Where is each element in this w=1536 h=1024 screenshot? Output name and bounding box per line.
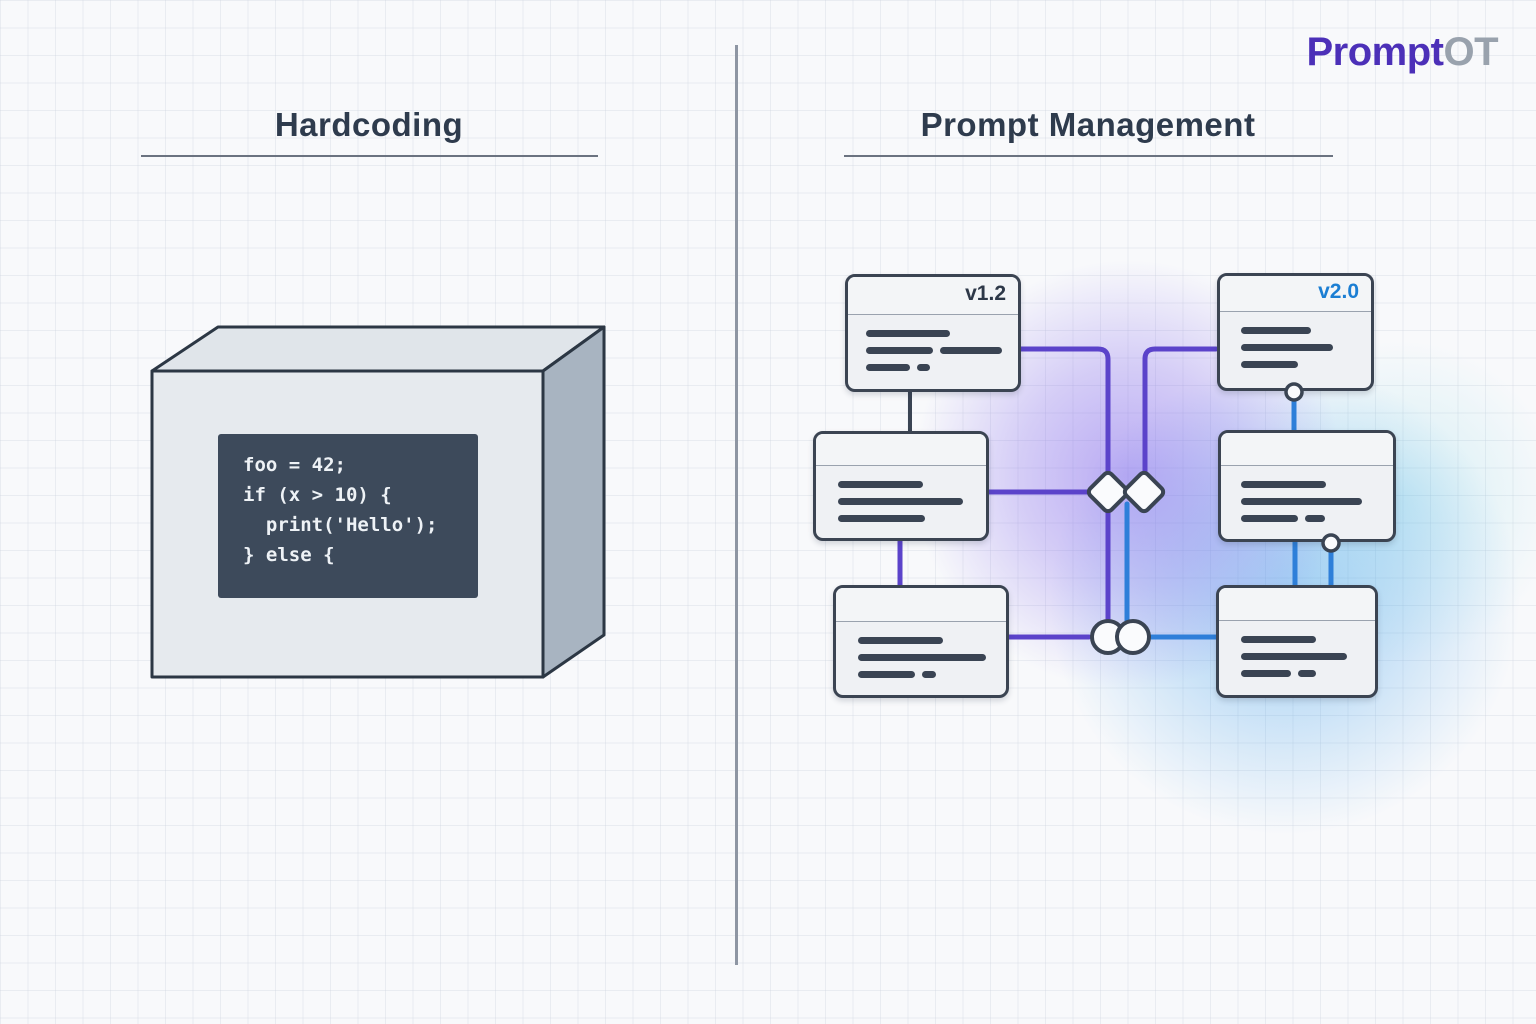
connector-v20-to-right-diamond [1142,346,1219,475]
version-label: v1.2 [965,282,1006,305]
code-line: if (x > 10) { [243,484,392,506]
logo-text-secondary: OT [1443,30,1498,74]
right-section-title: Prompt Management [920,106,1256,143]
logo-text-primary: Prompt [1306,30,1444,74]
code-line: } else { [243,544,335,566]
text-line-bar [858,637,943,644]
text-line-row [1241,670,1375,677]
text-line-bar [940,347,1002,354]
text-line-bar [1241,498,1362,505]
card-header [1221,433,1393,466]
card-body [836,622,1006,678]
card-body [1221,466,1393,522]
text-line-bar [1241,361,1298,368]
text-line-bar [858,654,986,661]
code-line: print('Hello'); [243,514,438,536]
text-line-row [858,671,1006,678]
card-header [816,434,986,466]
merge-diamond-left [1086,470,1130,514]
prompt-card-mid-left [813,431,989,541]
card-body [1220,312,1371,368]
prompt-card-v1-2: v1.2 [845,274,1021,392]
text-line-bar [838,498,963,505]
text-line-bar [1241,515,1298,522]
right-title-underline [844,155,1333,157]
text-line-row [838,515,986,522]
text-line-row [1241,327,1371,334]
port-node-v20 [1284,382,1304,402]
text-line-row [1241,481,1393,488]
text-line-row [1241,636,1375,643]
text-line-row [1241,498,1393,505]
text-line-bar [858,671,915,678]
text-line-row [866,347,1018,354]
text-line-bar [1241,481,1326,488]
text-line-bar [1241,344,1333,351]
text-line-row [858,654,1006,661]
text-line-bar [838,515,925,522]
prompt-card-v2-0: v2.0 [1217,273,1374,391]
version-label: v2.0 [1318,280,1359,303]
text-line-bar [866,364,910,371]
text-line-bar [1241,670,1291,677]
text-line-bar [838,481,923,488]
prompt-card-mid-right [1218,430,1396,542]
text-line-row [858,637,1006,644]
card-body [816,466,986,522]
left-section-title: Hardcoding [274,106,464,143]
text-line-row [1241,344,1371,351]
text-line-bar [922,671,936,678]
text-line-row [866,364,1018,371]
card-body [848,315,1018,371]
text-line-bar [1305,515,1325,522]
text-line-row [1241,515,1393,522]
connector-v12-to-left-diamond [1018,346,1111,475]
text-line-row [838,498,986,505]
text-line-bar [917,364,930,371]
card-header [1219,588,1375,621]
code-snippet-block: foo = 42; if (x > 10) { print('Hello'); … [218,434,478,598]
prompt-card-bot-left [833,585,1009,698]
vertical-divider [735,45,738,965]
text-line-bar [1298,670,1316,677]
text-line-bar [866,330,950,337]
card-header: v1.2 [848,277,1018,315]
card-header [836,588,1006,622]
text-line-bar [1241,636,1316,643]
text-line-row [1241,361,1371,368]
merge-circle-right [1115,619,1151,655]
left-title-underline [141,155,598,157]
card-header: v2.0 [1220,276,1371,312]
text-line-bar [1241,327,1311,334]
text-line-bar [1241,653,1347,660]
port-node-midright [1321,533,1341,553]
text-line-bar [866,347,933,354]
prompt-card-bot-right [1216,585,1378,698]
text-line-row [838,481,986,488]
code-line: foo = 42; [243,454,346,476]
text-line-row [866,330,1018,337]
card-body [1219,621,1375,677]
merge-diamond-right [1122,470,1166,514]
promptot-logo: PromptOT [1306,30,1498,75]
text-line-row [1241,653,1375,660]
